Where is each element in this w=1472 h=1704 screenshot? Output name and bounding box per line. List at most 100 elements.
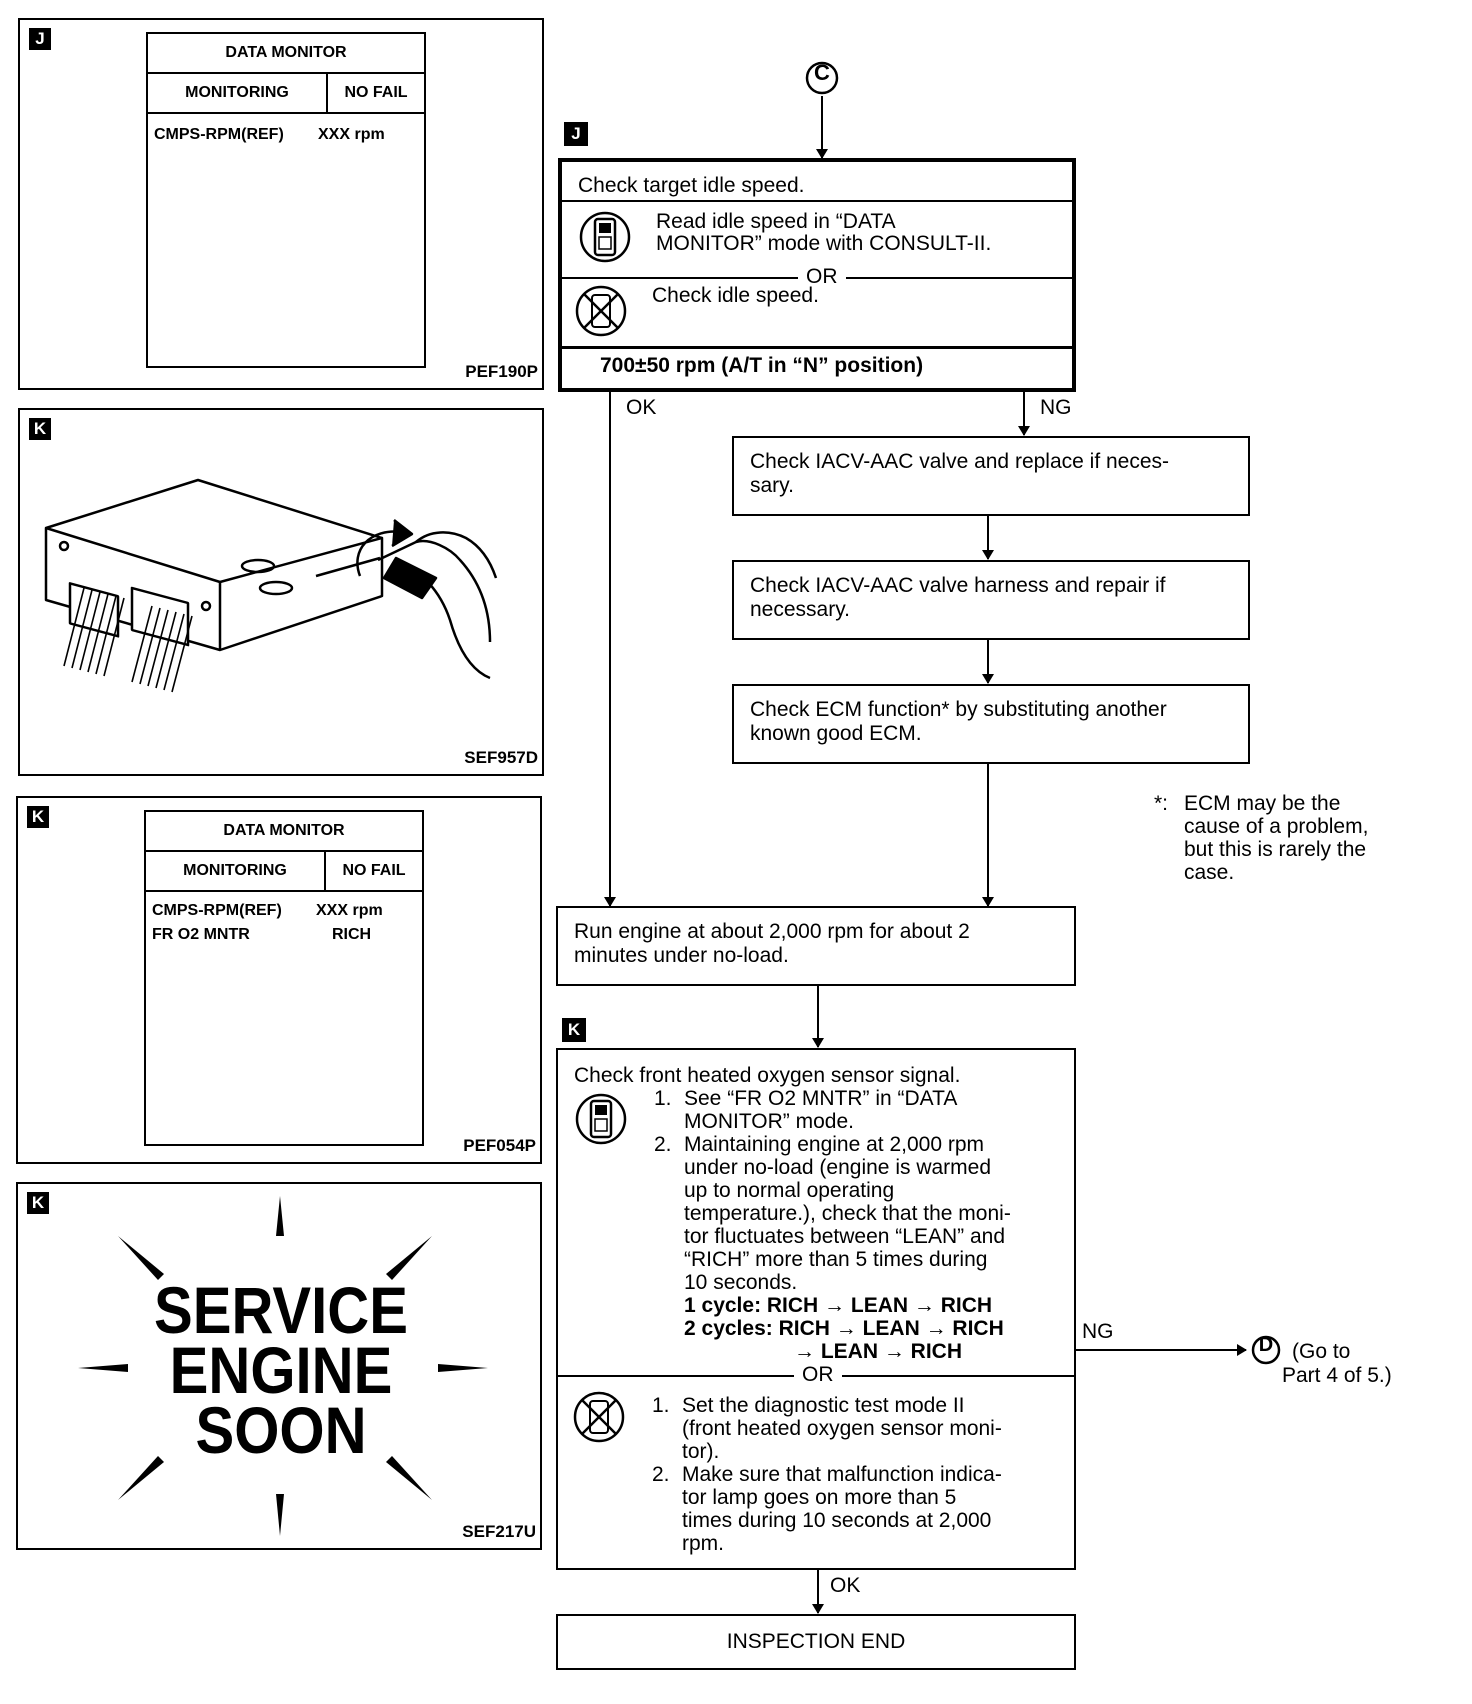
cycle-definition: 2 cycles: RICH → LEAN → RICH bbox=[684, 1317, 1004, 1340]
figure-code: SEF217U bbox=[462, 1522, 536, 1541]
footnote-text: cause of a problem, bbox=[1184, 815, 1369, 838]
ok-label: OK bbox=[830, 1574, 861, 1597]
monitoring-column-header: MONITORING bbox=[148, 74, 328, 112]
section-tag-k: K bbox=[27, 1192, 49, 1214]
box-title: Check target idle speed. bbox=[578, 174, 805, 197]
step-number: 1. bbox=[654, 1087, 672, 1110]
check-iacv-valve-box: Check IACV-AAC valve and replace if nece… bbox=[732, 436, 1250, 516]
step-text: up to normal operating bbox=[684, 1179, 895, 1202]
check-iacv-harness-box: Check IACV-AAC valve harness and repair … bbox=[732, 560, 1250, 640]
step-text: tor lamp goes on more than 5 bbox=[682, 1486, 957, 1509]
check-o2-sensor-box: Check front heated oxygen sensor signal.… bbox=[556, 1048, 1076, 1570]
figure-panel-sef957d: K SEF957D bbox=[18, 408, 544, 776]
step-text: 10 seconds. bbox=[684, 1271, 798, 1294]
no-fail-column-header: NO FAIL bbox=[342, 862, 406, 879]
step-number: 1. bbox=[652, 1394, 670, 1417]
footnote-mark: *: bbox=[1154, 792, 1169, 815]
idle-speed-spec: 700±50 rpm (A/T in “N” position) bbox=[600, 354, 924, 377]
ng-label: NG bbox=[1082, 1320, 1114, 1343]
connector-d-label: D bbox=[1258, 1334, 1274, 1356]
goto-text: Part 4 of 5.) bbox=[1282, 1364, 1392, 1387]
step-text: Set the diagnostic test mode II bbox=[682, 1394, 965, 1417]
step-text: times during 10 seconds at 2,000 bbox=[682, 1509, 992, 1532]
box-text: Check IACV-AAC valve and replace if nece… bbox=[750, 450, 1170, 473]
check-idle-speed-box: Check target idle speed. Read idle speed… bbox=[558, 158, 1076, 392]
inspection-end-box: INSPECTION END bbox=[556, 1614, 1076, 1670]
box-text: sary. bbox=[750, 474, 794, 497]
step-text: tor fluctuates between “LEAN” and bbox=[684, 1225, 1006, 1248]
figure-code: PEF190P bbox=[465, 362, 538, 381]
section-tag-k: K bbox=[29, 418, 51, 440]
figure-panel-pef054p: K DATA MONITOR MONITORING NO FAIL CMPS-R… bbox=[16, 796, 542, 1164]
step-number: 2. bbox=[654, 1133, 672, 1156]
connector-d-icon bbox=[1251, 1335, 1281, 1365]
step-text: tor). bbox=[682, 1440, 720, 1463]
connector-c-icon bbox=[805, 61, 839, 95]
data-monitor-screen: DATA MONITOR MONITORING NO FAIL CMPS-RPM… bbox=[146, 32, 426, 368]
step-text: under no-load (engine is warmed bbox=[684, 1156, 992, 1179]
service-engine-soon-line: ENGINE bbox=[169, 1333, 393, 1407]
step-number: 2. bbox=[652, 1463, 670, 1486]
step-text: Make sure that malfunction indica- bbox=[682, 1463, 1002, 1486]
service-engine-soon-line: SERVICE bbox=[154, 1273, 408, 1347]
figure-code: SEF957D bbox=[464, 748, 538, 767]
footnote-text: but this is rarely the bbox=[1184, 838, 1367, 861]
figure-code: PEF054P bbox=[463, 1136, 536, 1155]
step-text: Maintaining engine at 2,000 rpm bbox=[684, 1133, 985, 1156]
step-text: rpm. bbox=[682, 1532, 724, 1555]
data-monitor-title: DATA MONITOR bbox=[148, 34, 424, 74]
end-label: INSPECTION END bbox=[726, 1630, 906, 1653]
monitor-item-name: CMPS-RPM(REF) bbox=[154, 126, 284, 143]
no-consult-icon bbox=[573, 1391, 625, 1443]
goto-text: (Go to bbox=[1292, 1340, 1351, 1363]
monitor-item-name: CMPS-RPM(REF) bbox=[152, 902, 282, 919]
consult-instruction: Read idle speed in “DATA bbox=[656, 210, 896, 233]
monitor-item-value: XXX rpm bbox=[316, 902, 383, 919]
monitor-item-name: FR O2 MNTR bbox=[152, 926, 250, 943]
step-text: MONITOR” mode. bbox=[684, 1110, 854, 1133]
footnote-text: ECM may be the bbox=[1184, 792, 1341, 815]
ecm-unit-illustration bbox=[44, 478, 498, 693]
box-text: known good ECM. bbox=[750, 722, 922, 745]
step-text: (front heated oxygen sensor moni- bbox=[682, 1417, 1002, 1440]
consult-tester-icon bbox=[579, 211, 631, 263]
step-text: “RICH” more than 5 times during bbox=[684, 1248, 988, 1271]
section-tag-k: K bbox=[27, 806, 49, 828]
footnote-text: case. bbox=[1184, 861, 1235, 884]
monitoring-column-header: MONITORING bbox=[146, 852, 326, 890]
cycle-definition: → LEAN → RICH bbox=[794, 1340, 962, 1363]
figure-panel-pef190p: J DATA MONITOR MONITORING NO FAIL CMPS-R… bbox=[18, 18, 544, 390]
consult-instruction: MONITOR” mode with CONSULT-II. bbox=[656, 232, 992, 255]
data-monitor-title: DATA MONITOR bbox=[146, 812, 422, 852]
box-text: necessary. bbox=[750, 598, 850, 621]
or-label: OR bbox=[798, 265, 846, 289]
service-engine-soon-line: SOON bbox=[195, 1393, 367, 1467]
consult-tester-icon bbox=[575, 1093, 627, 1145]
box-text: Check ECM function* by substituting anot… bbox=[750, 698, 1167, 721]
run-engine-box: Run engine at about 2,000 rpm for about … bbox=[556, 906, 1076, 986]
no-fail-column-header: NO FAIL bbox=[344, 84, 408, 101]
no-consult-icon bbox=[575, 285, 627, 337]
ng-label: NG bbox=[1040, 396, 1072, 419]
box-text: minutes under no-load. bbox=[574, 944, 789, 967]
step-text: temperature.), check that the moni- bbox=[684, 1202, 1011, 1225]
section-tag-j: J bbox=[564, 122, 588, 146]
divider bbox=[562, 200, 1072, 202]
box-text: Run engine at about 2,000 rpm for about … bbox=[574, 920, 970, 943]
divider bbox=[562, 346, 1072, 349]
data-monitor-screen: DATA MONITOR MONITORING NO FAIL CMPS-RPM… bbox=[144, 810, 424, 1146]
check-ecm-box: Check ECM function* by substituting anot… bbox=[732, 684, 1250, 764]
no-consult-instruction: Check idle speed. bbox=[652, 284, 819, 307]
or-label: OR bbox=[794, 1363, 842, 1387]
monitor-item-value: XXX rpm bbox=[318, 126, 385, 143]
figure-panel-sef217u: K SERVICE ENGINE SOON SEF217U bbox=[16, 1182, 542, 1550]
lamp-rays-icon bbox=[78, 1196, 488, 1536]
section-tag-j: J bbox=[29, 28, 51, 50]
section-tag-k: K bbox=[562, 1018, 586, 1042]
box-text: Check IACV-AAC valve harness and repair … bbox=[750, 574, 1166, 597]
box-title: Check front heated oxygen sensor signal. bbox=[574, 1064, 961, 1087]
ok-label: OK bbox=[626, 396, 657, 419]
connector-c-label: C bbox=[814, 60, 830, 85]
monitor-item-value: RICH bbox=[332, 926, 372, 943]
